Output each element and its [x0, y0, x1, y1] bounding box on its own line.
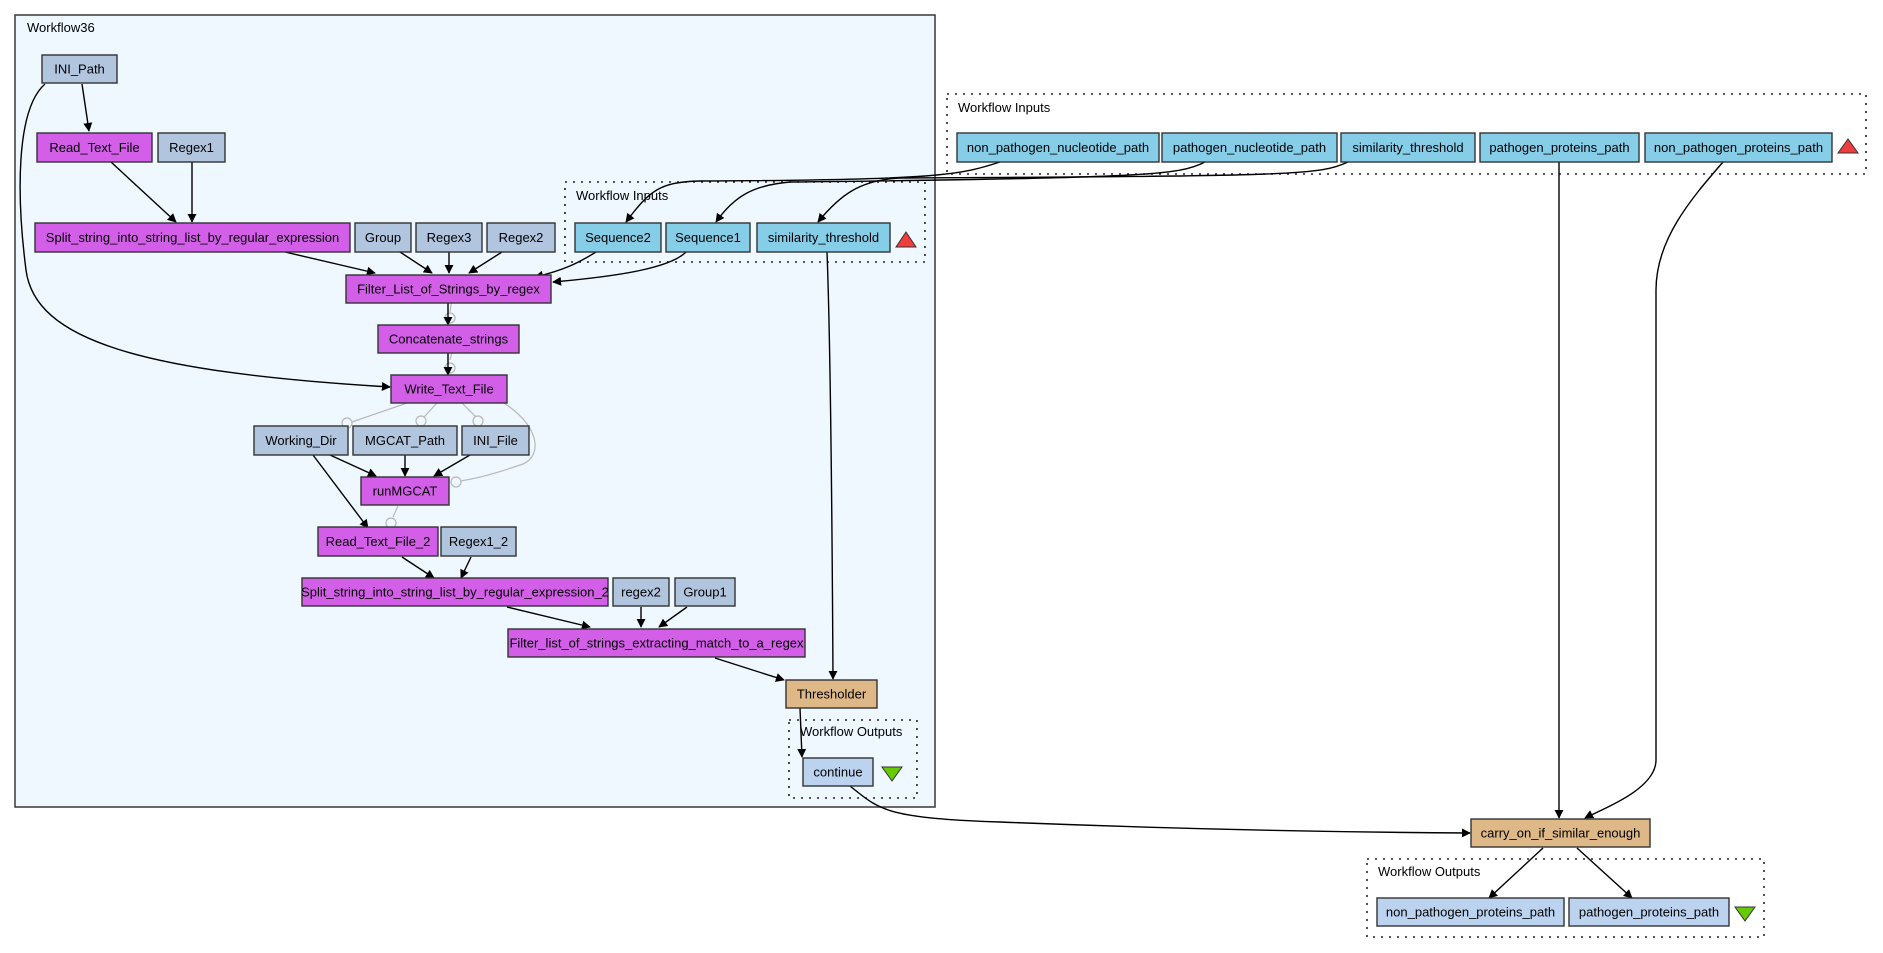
node-label: Read_Text_File	[49, 140, 139, 155]
node-label: Split_string_into_string_list_by_regular…	[46, 230, 339, 245]
top-input-pathogen-nucleotide-path[interactable]: pathogen_nucleotide_path	[1161, 132, 1338, 163]
node-label: non_pathogen_proteins_path	[1654, 140, 1823, 155]
node-label: pathogen_proteins_path	[1489, 140, 1629, 155]
node-regex1[interactable]: Regex1	[157, 132, 226, 163]
node-label: Sequence1	[675, 230, 741, 245]
node-label: Filter_list_of_strings_extracting_match_…	[509, 636, 804, 651]
node-label: Group1	[683, 585, 726, 600]
node-label: Regex1_2	[449, 534, 508, 549]
node-thresholder[interactable]: Thresholder	[785, 679, 878, 709]
node-label: pathogen_proteins_path	[1579, 905, 1719, 920]
inner-outputs-label: Workflow Outputs	[800, 724, 903, 739]
node-label: Regex1	[169, 140, 214, 155]
top-inputs-triangle-icon	[1837, 138, 1859, 154]
node-label: non_pathogen_nucleotide_path	[967, 140, 1149, 155]
node-regex3[interactable]: Regex3	[415, 222, 483, 253]
top-outputs-cluster: Workflow Outputs	[1366, 858, 1765, 938]
top-inputs-label: Workflow Inputs	[958, 100, 1051, 115]
node-label: continue	[813, 765, 862, 780]
top-output-non-pathogen-proteins-path[interactable]: non_pathogen_proteins_path	[1376, 897, 1565, 927]
node-group1[interactable]: Group1	[674, 577, 736, 607]
top-output-pathogen-proteins-path[interactable]: pathogen_proteins_path	[1568, 897, 1730, 927]
node-read-text-file-2[interactable]: Read_Text_File_2	[317, 526, 439, 557]
node-group[interactable]: Group	[354, 222, 412, 253]
node-label: Read_Text_File_2	[326, 534, 431, 549]
node-write-text-file[interactable]: Write_Text_File	[390, 374, 508, 404]
node-concatenate-strings[interactable]: Concatenate_strings	[377, 324, 520, 354]
node-carry-on-if-similar-enough[interactable]: carry_on_if_similar_enough	[1470, 818, 1651, 848]
node-label: non_pathogen_proteins_path	[1386, 905, 1555, 920]
top-input-non-pathogen-nucleotide-path[interactable]: non_pathogen_nucleotide_path	[956, 132, 1160, 163]
nested-workflow-title: Workflow36	[27, 20, 95, 35]
node-label: Working_Dir	[265, 433, 337, 448]
outputs-triangle-icon	[881, 766, 903, 782]
node-label: similarity_threshold	[768, 230, 879, 245]
node-filter-extract[interactable]: Filter_list_of_strings_extracting_match_…	[507, 628, 806, 658]
node-label: MGCAT_Path	[365, 433, 445, 448]
node-label: Concatenate_strings	[389, 332, 509, 347]
inner-output-continue[interactable]: continue	[802, 757, 874, 787]
node-split-string-2[interactable]: Split_string_into_string_list_by_regular…	[301, 577, 609, 607]
top-input-similarity-threshold[interactable]: similarity_threshold	[1340, 132, 1476, 163]
node-label: Filter_List_of_Strings_by_regex	[357, 282, 540, 297]
node-split-string[interactable]: Split_string_into_string_list_by_regular…	[34, 222, 351, 253]
node-label: Group	[365, 230, 401, 245]
top-inputs-cluster: Workflow Inputs	[946, 93, 1867, 175]
top-outputs-triangle-icon	[1734, 906, 1756, 922]
node-label: INI_File	[473, 433, 518, 448]
control-links	[341, 297, 536, 529]
node-label: Sequence2	[585, 230, 651, 245]
inner-inputs-label: Workflow Inputs	[576, 188, 669, 203]
inner-input-similarity-threshold[interactable]: similarity_threshold	[756, 222, 891, 253]
node-label: Split_string_into_string_list_by_regular…	[301, 585, 609, 600]
top-input-pathogen-proteins-path[interactable]: pathogen_proteins_path	[1479, 132, 1640, 163]
node-runmgcat[interactable]: runMGCAT	[360, 476, 450, 506]
inputs-triangle-icon	[895, 231, 917, 248]
node-regex2[interactable]: Regex2	[486, 222, 556, 253]
node-label: pathogen_nucleotide_path	[1173, 140, 1326, 155]
node-label: INI_Path	[54, 62, 105, 77]
node-label: regex2	[621, 585, 661, 600]
inner-outputs-cluster: Workflow Outputs	[788, 719, 918, 799]
inner-input-sequence2[interactable]: Sequence2	[574, 222, 662, 253]
node-label: runMGCAT	[373, 484, 438, 499]
node-label: similarity_threshold	[1352, 140, 1463, 155]
node-label: Regex3	[427, 230, 472, 245]
top-outputs-label: Workflow Outputs	[1378, 864, 1481, 879]
node-label: Write_Text_File	[404, 382, 493, 397]
node-regex1-2[interactable]: Regex1_2	[440, 526, 517, 557]
top-input-non-pathogen-proteins-path[interactable]: non_pathogen_proteins_path	[1644, 132, 1833, 163]
node-working-dir[interactable]: Working_Dir	[253, 425, 349, 456]
node-ini-path[interactable]: INI_Path	[41, 54, 118, 84]
node-regex2-lower[interactable]: regex2	[612, 577, 670, 607]
data-links	[19, 83, 1724, 899]
node-ini-file[interactable]: INI_File	[461, 425, 530, 456]
node-read-text-file[interactable]: Read_Text_File	[36, 132, 153, 163]
inner-input-sequence1[interactable]: Sequence1	[665, 222, 751, 253]
node-label: carry_on_if_similar_enough	[1481, 826, 1641, 841]
node-mgcat-path[interactable]: MGCAT_Path	[352, 425, 458, 456]
node-label: Thresholder	[797, 687, 867, 702]
node-filter-list[interactable]: Filter_List_of_Strings_by_regex	[345, 274, 552, 304]
node-label: Regex2	[499, 230, 544, 245]
